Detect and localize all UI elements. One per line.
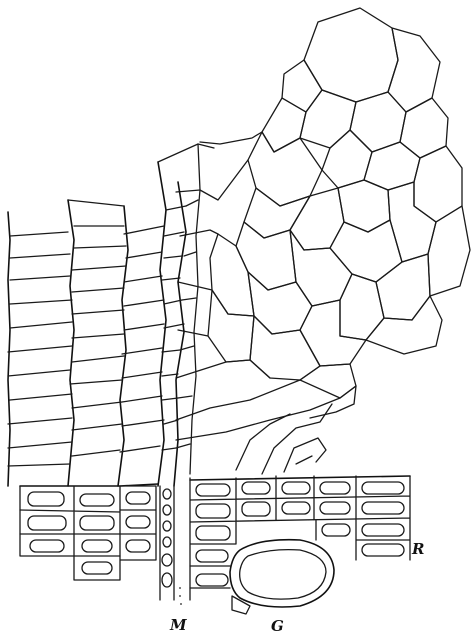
cell-columns <box>8 144 214 486</box>
label-g: G <box>271 617 284 635</box>
label-m: M <box>170 616 187 634</box>
dotted-guide <box>179 587 182 605</box>
cell-band <box>20 476 410 600</box>
parenchyma-cells <box>208 8 470 398</box>
label-r: R <box>412 540 424 558</box>
large-vessel-cell <box>230 540 334 614</box>
